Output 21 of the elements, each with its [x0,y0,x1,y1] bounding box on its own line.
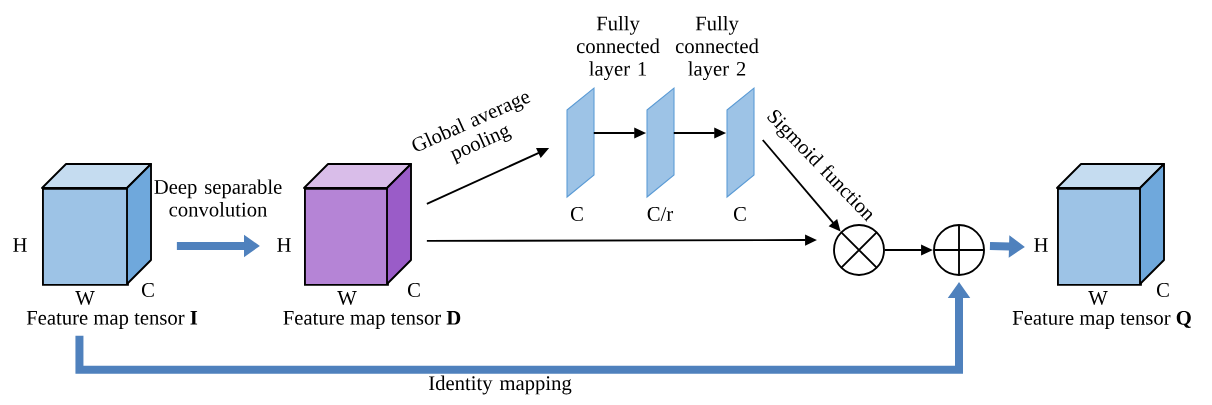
tensor-label: Feature map tensor Q [1012,310,1191,330]
dimension-label: H [13,238,27,252]
dimension-label: H [1034,238,1048,252]
add-symbol [933,224,985,276]
dimension-label: C [1156,283,1169,297]
multiply-symbol [833,224,885,276]
edge-label: Identity mapping [429,375,572,395]
dimension-label: C [142,283,154,297]
layer-label: Fully connected layer 2 [675,15,759,81]
dimension-label: W [1088,291,1108,305]
dimension-label: C/r [647,207,674,221]
dimension-label: W [337,291,357,305]
tensor-label: Feature map tensor D [283,311,461,329]
layer-label: Fully connected layer 1 [576,15,660,81]
dimension-label: C [408,283,420,297]
dimension-label: H [277,238,291,252]
dimension-label: C [571,207,583,221]
edge-label: Deep separable convolution [154,179,282,217]
tensor-label: Feature map tensor I [26,311,198,329]
dimension-label: W [75,291,95,305]
dimension-label: C [734,207,746,221]
